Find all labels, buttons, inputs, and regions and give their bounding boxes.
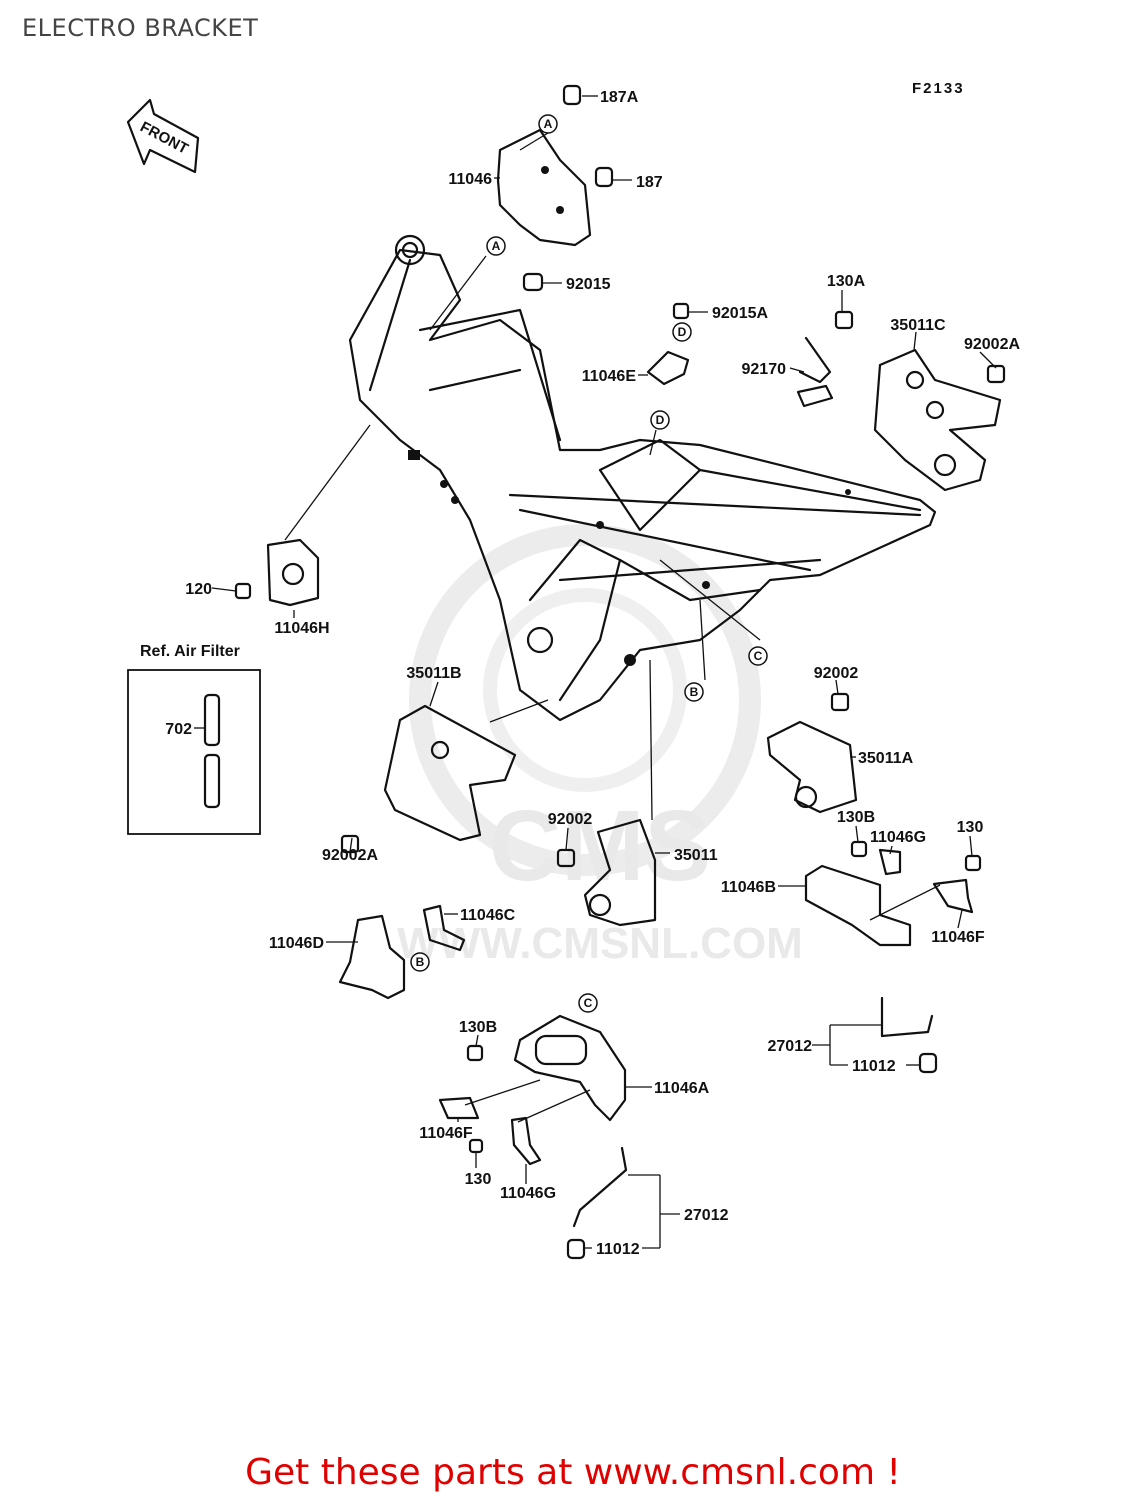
svg-text:C: C xyxy=(584,996,593,1010)
svg-text:B: B xyxy=(416,955,425,969)
svg-text:A: A xyxy=(544,117,553,131)
part-92002-right-bolt xyxy=(830,692,850,712)
part-92015-nut xyxy=(522,272,544,292)
label-92002a-top: 92002A xyxy=(964,336,1020,353)
ref-box-title: Ref. Air Filter xyxy=(140,643,240,660)
callout-d-top: D xyxy=(672,322,692,342)
part-92170-clamp xyxy=(796,336,834,408)
svg-text:D: D xyxy=(678,325,687,339)
label-35011b: 35011B xyxy=(406,665,461,682)
label-92170: 92170 xyxy=(742,361,787,378)
label-35011: 35011 xyxy=(674,847,718,864)
front-arrow-label: FRONT xyxy=(137,118,191,157)
part-35011-bracket xyxy=(583,818,657,927)
label-35011a: 35011A xyxy=(858,750,914,767)
label-11046: 11046 xyxy=(448,171,492,188)
svg-text:B: B xyxy=(690,685,699,699)
label-11012-right: 11012 xyxy=(852,1058,896,1075)
part-130b-bottom-bolt xyxy=(466,1044,484,1062)
callout-d-frame: D xyxy=(650,410,670,430)
label-92015a: 92015A xyxy=(712,305,768,322)
label-187: 187 xyxy=(636,174,663,191)
label-11046g-top: 11046G xyxy=(870,829,926,846)
label-11046h: 11046H xyxy=(274,620,329,637)
part-27012-right-pipe xyxy=(880,996,934,1038)
part-11046e-bracket xyxy=(646,350,690,386)
label-11046g-bottom: 11046G xyxy=(500,1185,556,1202)
label-120: 120 xyxy=(185,581,212,598)
svg-text:C: C xyxy=(754,649,763,663)
ref-air-filter-box: Ref. Air Filter xyxy=(127,643,261,835)
part-130-top-bolt xyxy=(964,854,982,872)
part-92015a-nut xyxy=(672,302,690,320)
part-187a-bolt xyxy=(562,84,582,106)
label-130-top: 130 xyxy=(957,819,984,836)
part-11046d-bracket xyxy=(338,914,406,1000)
part-labels: 187A 11046 187 92015 130A 92015A 35011C … xyxy=(165,89,1020,1258)
part-11046g-top-clip xyxy=(878,848,902,876)
watermark-url: WWW.CMSNL.COM xyxy=(397,919,803,968)
part-11046b-bracket xyxy=(804,864,912,947)
label-11046b: 11046B xyxy=(721,879,776,896)
part-11046-bracket xyxy=(496,128,592,247)
part-11046f-right-clip xyxy=(932,878,974,914)
label-11046d: 11046D xyxy=(269,935,324,952)
svg-text:D: D xyxy=(656,413,665,427)
part-11046c-clip xyxy=(422,904,466,952)
callout-b-frame: B xyxy=(684,682,704,702)
label-11046f-right: 11046F xyxy=(931,929,985,946)
callout-c-frame: C xyxy=(748,646,768,666)
callout-a-frame: A xyxy=(486,236,506,256)
part-35011c-bracket xyxy=(873,348,1002,492)
label-11046f-bottom: 11046F xyxy=(419,1125,473,1142)
label-130a: 130A xyxy=(827,273,866,290)
leader-lines xyxy=(194,95,997,1249)
label-187a: 187A xyxy=(600,89,639,106)
part-130b-top-bolt xyxy=(850,840,868,858)
part-35011a-bracket xyxy=(766,720,858,814)
part-11046a-bracket xyxy=(513,1014,627,1122)
part-27012-bottom-pipe xyxy=(572,1146,628,1228)
label-92002-right: 92002 xyxy=(814,665,859,682)
footer-promo: Get these parts at www.cmsnl.com ! xyxy=(245,1452,901,1493)
label-11046a: 11046A xyxy=(654,1080,710,1097)
label-11046c: 11046C xyxy=(460,907,516,924)
part-35011b-bracket xyxy=(383,704,517,842)
part-130a-bolt xyxy=(834,310,854,330)
callout-b-bracket: B xyxy=(410,952,430,972)
label-130-bottom: 130 xyxy=(465,1171,492,1188)
page-title: ELECTRO BRACKET xyxy=(22,14,259,42)
watermark: CMS WWW.CMSNL.COM xyxy=(397,524,803,968)
label-27012-bottom: 27012 xyxy=(684,1207,729,1224)
part-11046h-plate xyxy=(266,538,320,607)
label-35011c: 35011C xyxy=(890,317,946,334)
label-92002a-left: 92002A xyxy=(322,847,378,864)
label-92002-mid: 92002 xyxy=(548,811,593,828)
front-arrow: FRONT xyxy=(126,98,200,174)
part-11046g-bottom-clip xyxy=(510,1116,542,1166)
label-130b-bottom: 130B xyxy=(459,1019,497,1036)
part-187-bolt xyxy=(594,166,614,188)
motorcycle-frame xyxy=(348,234,937,722)
part-120-screw xyxy=(234,582,252,600)
label-130b-top: 130B xyxy=(837,809,875,826)
label-92015: 92015 xyxy=(566,276,611,293)
svg-text:A: A xyxy=(492,239,501,253)
part-11046f-bottom-clip xyxy=(438,1096,480,1120)
watermark-brand: CMS xyxy=(489,790,711,902)
diagram-code: F2133 xyxy=(912,80,965,97)
label-702: 702 xyxy=(165,721,192,738)
callout-a-top: A xyxy=(538,114,558,134)
part-92002a-top-bolt xyxy=(986,364,1006,384)
part-11012-bottom-cap xyxy=(566,1238,586,1260)
label-11012-bottom: 11012 xyxy=(596,1241,640,1258)
label-27012-right: 27012 xyxy=(768,1038,813,1055)
callout-c-bracket: C xyxy=(578,993,598,1013)
label-11046e: 11046E xyxy=(582,368,637,385)
part-11012-right-cap xyxy=(918,1052,938,1074)
